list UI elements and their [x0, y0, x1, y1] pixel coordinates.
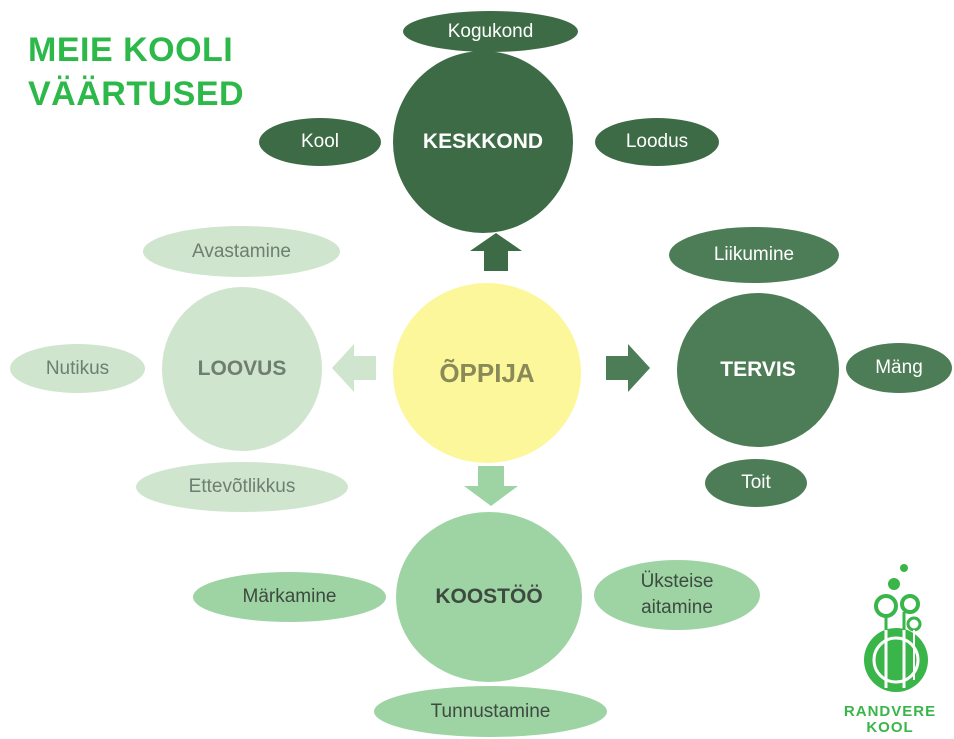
node-keskkond: KESKKOND [393, 51, 573, 233]
value-loodus: Loodus [595, 118, 719, 166]
value-kool: Kool [259, 118, 381, 166]
page-title: MEIE KOOLI VÄÄRTUSED [28, 28, 244, 116]
arrow-down-icon [464, 466, 518, 506]
arrow-up-icon [470, 233, 522, 271]
randvere-kool-logo-icon [864, 564, 928, 692]
value-markamine: Märkamine [193, 572, 386, 622]
node-koostoo: KOOSTÖÖ [396, 512, 582, 682]
title-line-1: MEIE KOOLI [28, 31, 234, 69]
value-avastamine: Avastamine [143, 226, 340, 277]
node-loovus: LOOVUS [162, 287, 322, 451]
value-uksteise-aitamine: Üksteise aitamine [594, 560, 760, 630]
node-tervis: TERVIS [677, 293, 839, 447]
logo-line-2: KOOL [866, 719, 914, 736]
logo-wordmark: RANDVERE KOOL [840, 704, 940, 736]
value-kogukond: Kogukond [403, 11, 578, 52]
value-mang: Mäng [846, 343, 952, 393]
node-oppija: ÕPPIJA [393, 283, 581, 463]
logo-line-1: RANDVERE [843, 703, 937, 720]
value-liikumine: Liikumine [669, 227, 839, 283]
arrow-left-icon [332, 344, 376, 392]
value-toit: Toit [705, 459, 807, 507]
value-tunnustamine: Tunnustamine [374, 686, 607, 737]
arrow-right-icon [606, 344, 650, 392]
title-line-2: VÄÄRTUSED [28, 75, 245, 113]
value-ettevotlikkus: Ettevõtlikkus [136, 462, 348, 512]
value-nutikus: Nutikus [10, 344, 145, 393]
